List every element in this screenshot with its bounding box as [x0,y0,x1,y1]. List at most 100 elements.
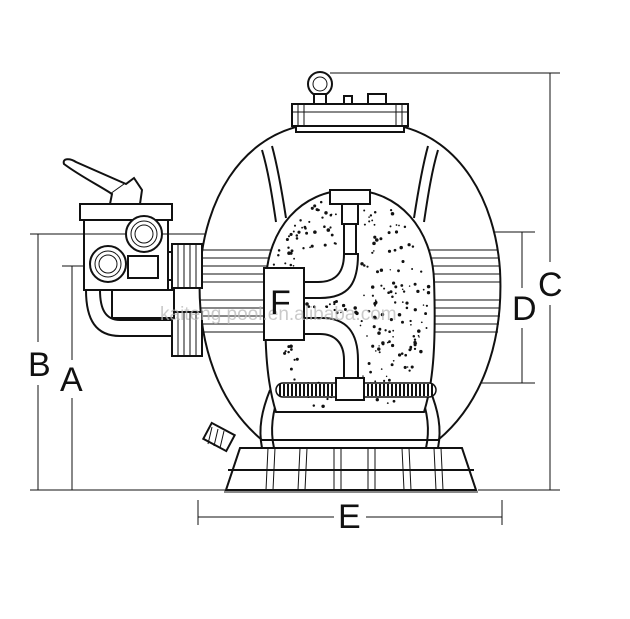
sand-grain [395,224,398,226]
sand-grain [372,315,377,320]
sand-grain [390,211,395,216]
sand-grain [333,300,336,304]
dimension-label-f: F [270,284,291,322]
sand-grain [353,306,357,310]
sand-grain [301,226,303,229]
sand-grain [289,263,293,267]
sand-grain [389,208,393,212]
sand-grain [422,288,425,291]
sand-grain [340,311,342,314]
sand-grain [383,379,386,382]
sand-grain [328,303,331,306]
sand-grain [411,268,414,270]
sand-grain [377,347,381,351]
sand-grain [318,209,321,211]
sand-grain [392,329,395,332]
sand-grain [408,348,412,352]
sand-grain [375,398,379,402]
sand-grain [394,230,399,234]
sand-grain [397,353,402,357]
sand-grain [310,244,314,248]
sand-grain [289,367,293,371]
sand-grain [313,204,317,208]
sand-grain [372,325,376,329]
sand-grain [366,265,369,268]
sand-grain [380,284,383,287]
sand-grain [409,319,412,323]
tank-lid [291,71,409,133]
sand-grain [374,380,377,383]
sand-grain [293,257,296,260]
sand-grain [287,246,290,249]
sand-grain [418,336,420,338]
sand-grain [412,335,416,338]
sand-grain [417,334,420,337]
sand-grain [377,331,381,335]
sand-grain [309,246,311,249]
sand-grain [363,223,366,226]
sand-grain [321,404,325,409]
sand-grain [323,225,326,228]
sand-grain [297,230,301,234]
sand-grain [302,247,305,250]
sand-grain [389,318,393,322]
sand-grain [378,351,381,354]
sand-grain [408,285,411,287]
multiport-valve [62,158,175,337]
sand-grain [293,224,297,227]
sand-grain [394,285,398,289]
sand-grain [368,220,371,223]
sand-grain [378,327,382,331]
sand-grain [371,219,374,222]
sand-grain [393,248,397,252]
sand-grain [333,308,336,312]
sand-grain [426,284,431,289]
sand-grain [380,368,383,370]
sand-grain [367,362,371,365]
sand-grain [284,262,287,265]
sand-grain [392,399,396,403]
sand-grain [373,223,376,226]
sand-grain [374,301,378,305]
sand-grain [373,210,377,214]
sand-grain [379,237,383,241]
sand-grain [403,365,407,369]
sand-grain [371,251,374,254]
sand-grain [307,305,311,308]
sand-grain [299,219,302,222]
sand-grain [305,302,309,306]
sand-grain [401,320,404,324]
sand-grain [403,225,407,229]
sand-grain [413,308,417,312]
sand-grain [387,378,391,382]
sand-grain [374,304,376,307]
sand-grain [284,350,287,353]
sand-grain [389,290,393,294]
sand-grain [384,329,387,332]
sand-grain [283,351,287,355]
sand-grain [369,370,372,374]
sand-grain [420,270,423,273]
sand-grain [419,349,423,354]
sand-grain [325,305,329,309]
sand-grain [326,228,331,232]
dimension-label-a: A [60,361,83,399]
sand-grain [360,262,364,266]
sand-grain [379,268,384,272]
sand-grain [359,324,362,327]
sand-grain [313,230,317,234]
sand-grain [408,369,411,372]
sand-grain [411,245,415,248]
sand-grain [363,264,366,267]
sand-grain [406,366,409,368]
sand-grain [305,231,309,235]
sand-grain [360,320,363,323]
sand-grain [295,357,299,361]
sand-grain [413,338,417,341]
sand-grain [401,259,405,264]
sand-grain [389,225,392,228]
sand-grain [289,232,293,236]
sand-grain [387,231,391,235]
sand-grain [323,243,327,247]
sand-grain [371,344,375,348]
